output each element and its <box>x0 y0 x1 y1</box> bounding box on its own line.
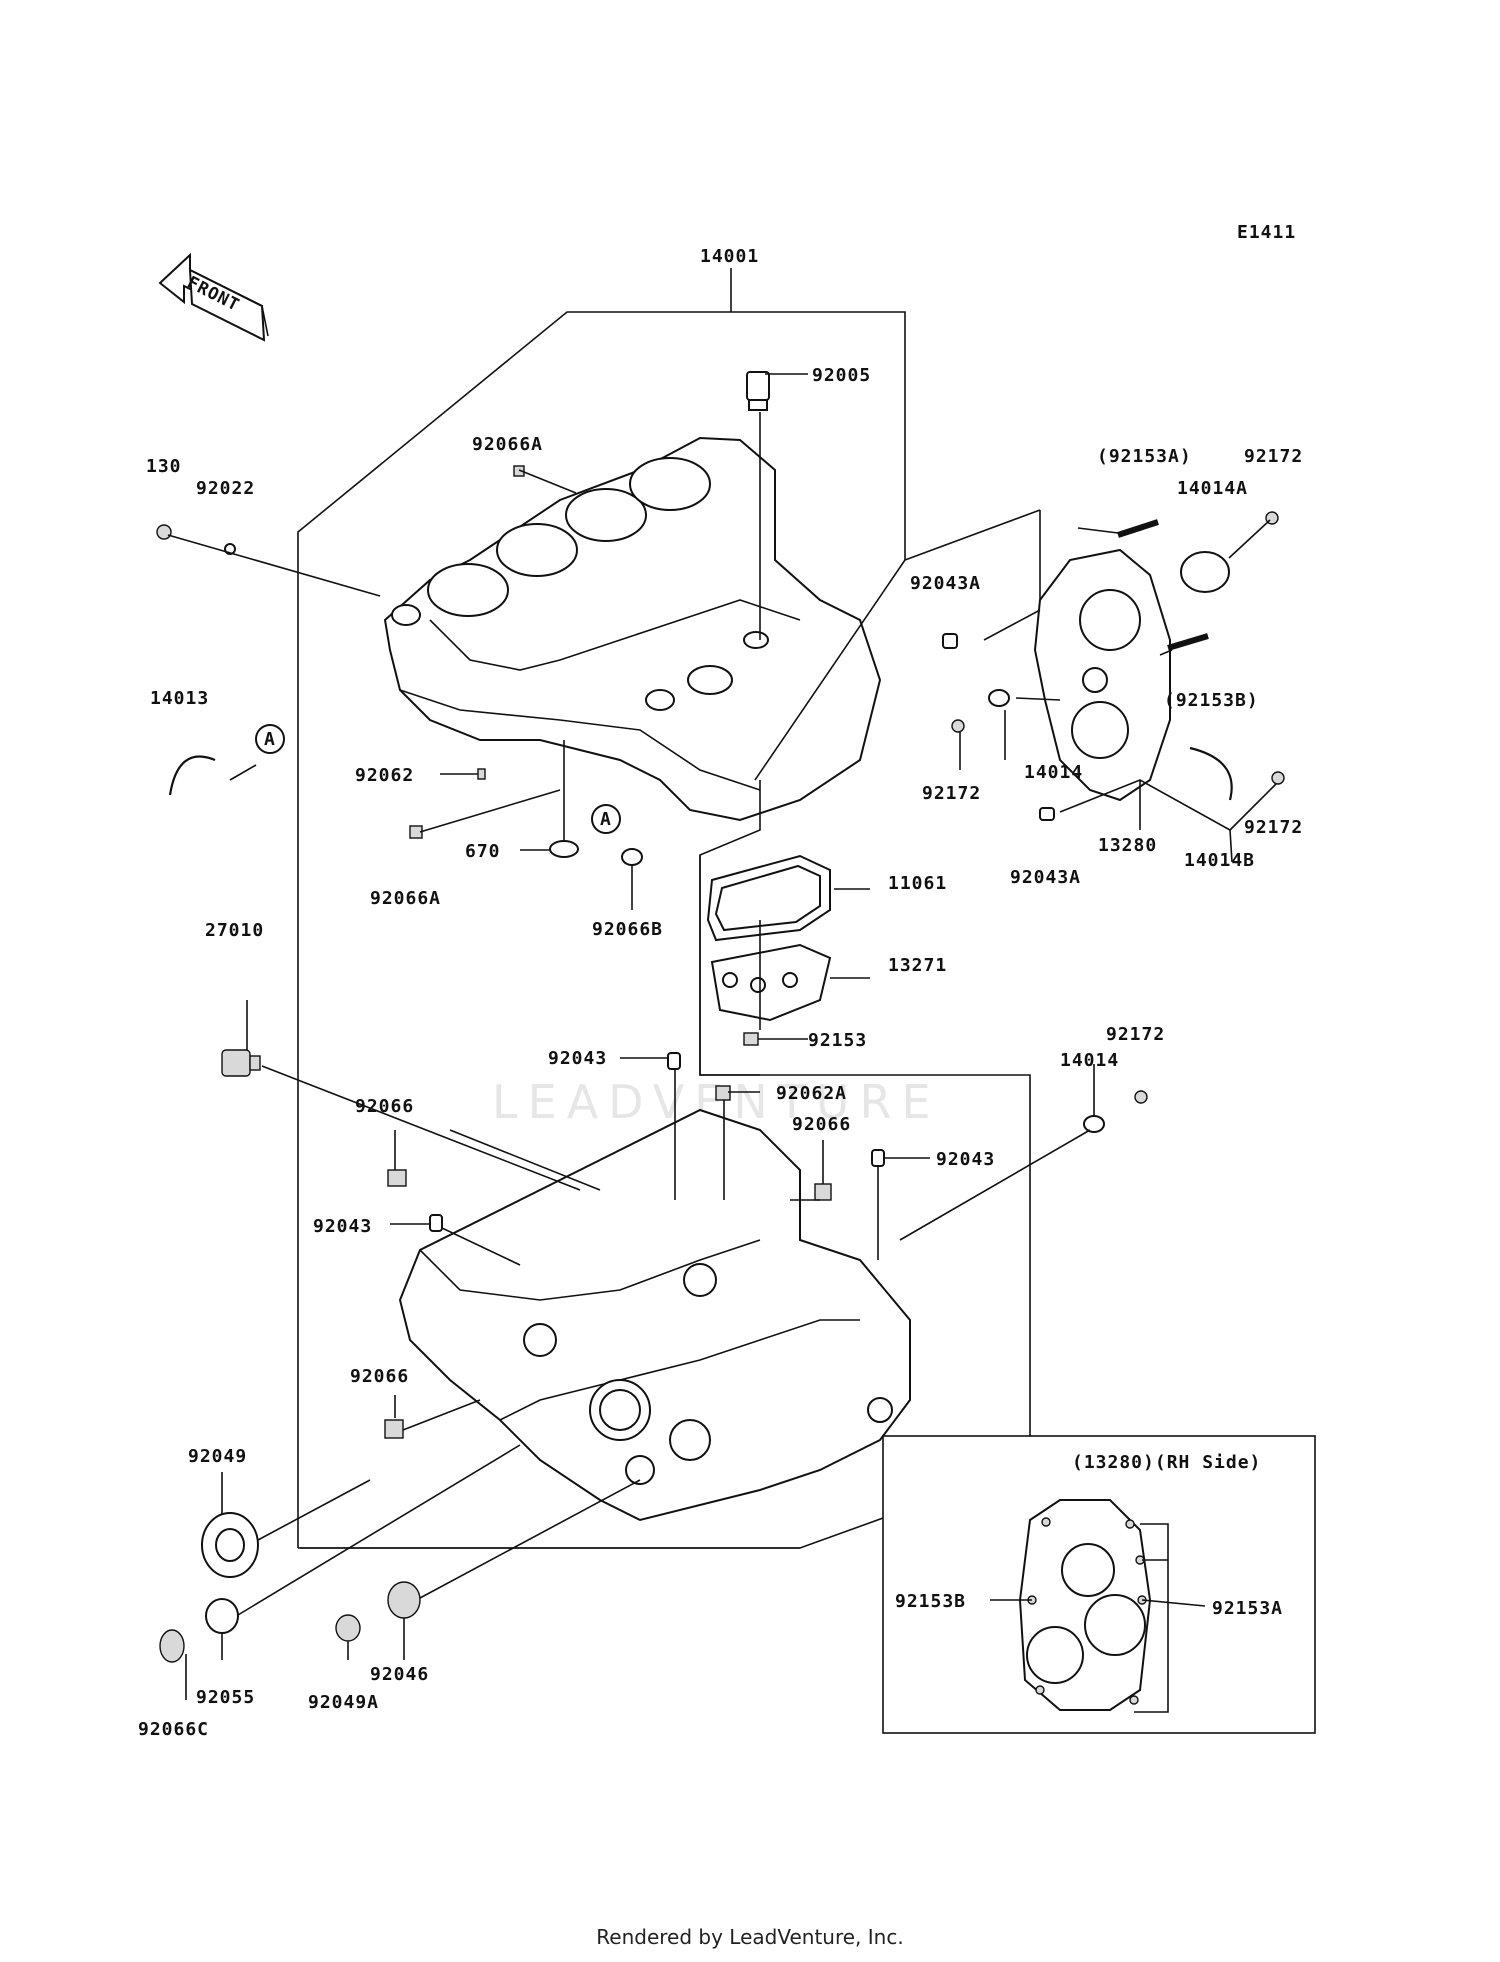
label-92172-d: 92172 <box>1106 1024 1165 1045</box>
label-670: 670 <box>465 841 501 862</box>
label-14001: 14001 <box>700 246 759 267</box>
label-92153b-paren: (92153B) <box>1164 690 1259 711</box>
upper-crankcase <box>383 436 882 822</box>
inset-rh-side: (13280)(RH Side) 92153B 92153A <box>882 1435 1316 1734</box>
inset-label-92153a: 92153A <box>1212 1598 1283 1619</box>
front-arrow-icon: FRONT <box>158 252 269 342</box>
rh-side-cover <box>1033 548 1171 802</box>
label-92043-c: 92043 <box>936 1149 995 1170</box>
diagram-id: E1411 <box>1237 222 1296 243</box>
label-92066-a: 92066 <box>355 1096 414 1117</box>
label-27010: 27010 <box>205 920 264 941</box>
label-92066-c: 92066 <box>350 1366 409 1387</box>
label-92066a-top: 92066A <box>472 434 543 455</box>
label-92172-c: 92172 <box>1244 817 1303 838</box>
label-92046: 92046 <box>370 1664 429 1685</box>
leader-lines <box>167 373 1277 1700</box>
label-14014a: 14014A <box>1177 478 1248 499</box>
inset-title: (13280)(RH Side) <box>1072 1452 1261 1473</box>
circle-a-label-2: A <box>600 809 612 830</box>
label-92066b: 92066B <box>592 919 663 940</box>
label-92049a: 92049A <box>308 1692 379 1713</box>
label-92062a: 92062A <box>776 1083 847 1104</box>
label-92043-a: 92043 <box>548 1048 607 1069</box>
label-92066a-low: 92066A <box>370 888 441 909</box>
part-labels: 14001 92005 92066A 130 92022 (92153A) 92… <box>138 246 1303 1740</box>
label-13271: 13271 <box>888 955 947 976</box>
footer-credit: Rendered by LeadVenture, Inc. <box>596 1925 904 1949</box>
label-92005: 92005 <box>812 365 871 386</box>
small-parts: A A <box>156 371 1285 1663</box>
label-92153: 92153 <box>808 1030 867 1051</box>
label-92062: 92062 <box>355 765 414 786</box>
label-13280: 13280 <box>1098 835 1157 856</box>
circle-a-label-1: A <box>264 729 276 750</box>
label-92043-b: 92043 <box>313 1216 372 1237</box>
label-14014b: 14014B <box>1184 850 1255 871</box>
label-92153a-paren: (92153A) <box>1097 446 1192 467</box>
label-92043a-b: 92043A <box>1010 867 1081 888</box>
label-92043a-a: 92043A <box>910 573 981 594</box>
label-11061: 11061 <box>888 873 947 894</box>
label-14014-a: 14014 <box>1024 762 1083 783</box>
label-92022: 92022 <box>196 478 255 499</box>
inset-label-92153b: 92153B <box>895 1591 966 1612</box>
label-92066-b: 92066 <box>792 1114 851 1135</box>
label-92049: 92049 <box>188 1446 247 1467</box>
label-92172-a: 92172 <box>1244 446 1303 467</box>
label-130: 130 <box>146 456 182 477</box>
label-92172-b: 92172 <box>922 783 981 804</box>
label-14014-b: 14014 <box>1060 1050 1119 1071</box>
label-14013: 14013 <box>150 688 209 709</box>
lower-crankcase <box>398 1108 911 1522</box>
label-92066c: 92066C <box>138 1719 209 1740</box>
label-92055: 92055 <box>196 1687 255 1708</box>
